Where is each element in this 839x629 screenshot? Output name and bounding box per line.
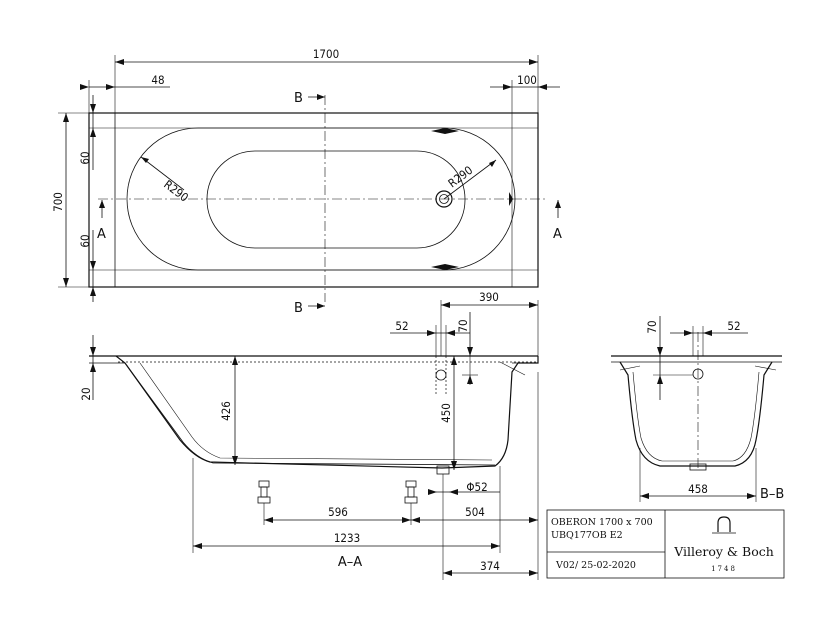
- product-line2: UBQ177OB E2: [551, 530, 623, 541]
- dim-drain-dia: Φ52: [466, 480, 487, 494]
- plan-view: R290 R290 1700 48 100 700 60: [51, 47, 562, 316]
- dim-overall-width: 700: [51, 192, 65, 212]
- section-a-view: 20 426 450 390 52 70 Φ52: [79, 290, 539, 580]
- basin-floor: [206, 150, 466, 249]
- section-b-dim-drain-x: 52: [727, 319, 740, 333]
- drain-icon: [435, 190, 453, 208]
- brand-name: Villeroy & Boch: [673, 544, 774, 559]
- section-a-label: A–A: [338, 555, 362, 570]
- section-b-label: B–B: [760, 487, 784, 502]
- dim-left-offset: 48: [151, 73, 164, 87]
- section-b-dim-drain-y: 70: [645, 320, 659, 333]
- version-text: V02/ 25-02-2020: [555, 560, 636, 571]
- dim-drain-y: 70: [456, 319, 470, 332]
- dim-drain-x: 52: [395, 319, 408, 333]
- dim-top-offset: 60: [78, 151, 92, 164]
- dim-depth: 426: [219, 401, 233, 421]
- section-b-top: B: [294, 91, 303, 106]
- radius-left-label: R290: [161, 177, 191, 204]
- foot-right-icon: [404, 480, 418, 504]
- section-b-dim-bottom-width: 458: [688, 482, 708, 496]
- tub-body-profile: [115, 355, 539, 469]
- product-line1: OBERON 1700 x 700: [551, 517, 653, 528]
- title-block: OBERON 1700 x 700 UBQ177OB E2 V02/ 25-02…: [546, 509, 785, 579]
- dim-drain-from-end: 390: [479, 290, 499, 304]
- dim-bottom-offset: 60: [78, 234, 92, 247]
- dim-rim: 20: [79, 387, 93, 400]
- dim-drain-offset: 374: [480, 559, 500, 573]
- section-a-right: A: [553, 227, 562, 242]
- dim-bottom-length: 1233: [334, 531, 360, 545]
- tub-cross-profile: [619, 361, 773, 467]
- arch-logo-icon: [712, 516, 736, 534]
- dim-drain-depth: 450: [439, 403, 453, 423]
- section-b-bottom: B: [294, 301, 303, 316]
- section-b-view: 70 52 458 B–B: [611, 316, 784, 502]
- brand-year: 1748: [711, 565, 737, 573]
- dim-feet-spacing: 596: [328, 505, 348, 519]
- plan-outline: [88, 112, 539, 288]
- foot-left-icon: [257, 480, 271, 504]
- dim-overall-length: 1700: [313, 47, 339, 61]
- section-a-left: A: [97, 227, 106, 242]
- dim-right-offset: 100: [517, 73, 537, 87]
- dim-foot-to-drain: 504: [465, 505, 485, 519]
